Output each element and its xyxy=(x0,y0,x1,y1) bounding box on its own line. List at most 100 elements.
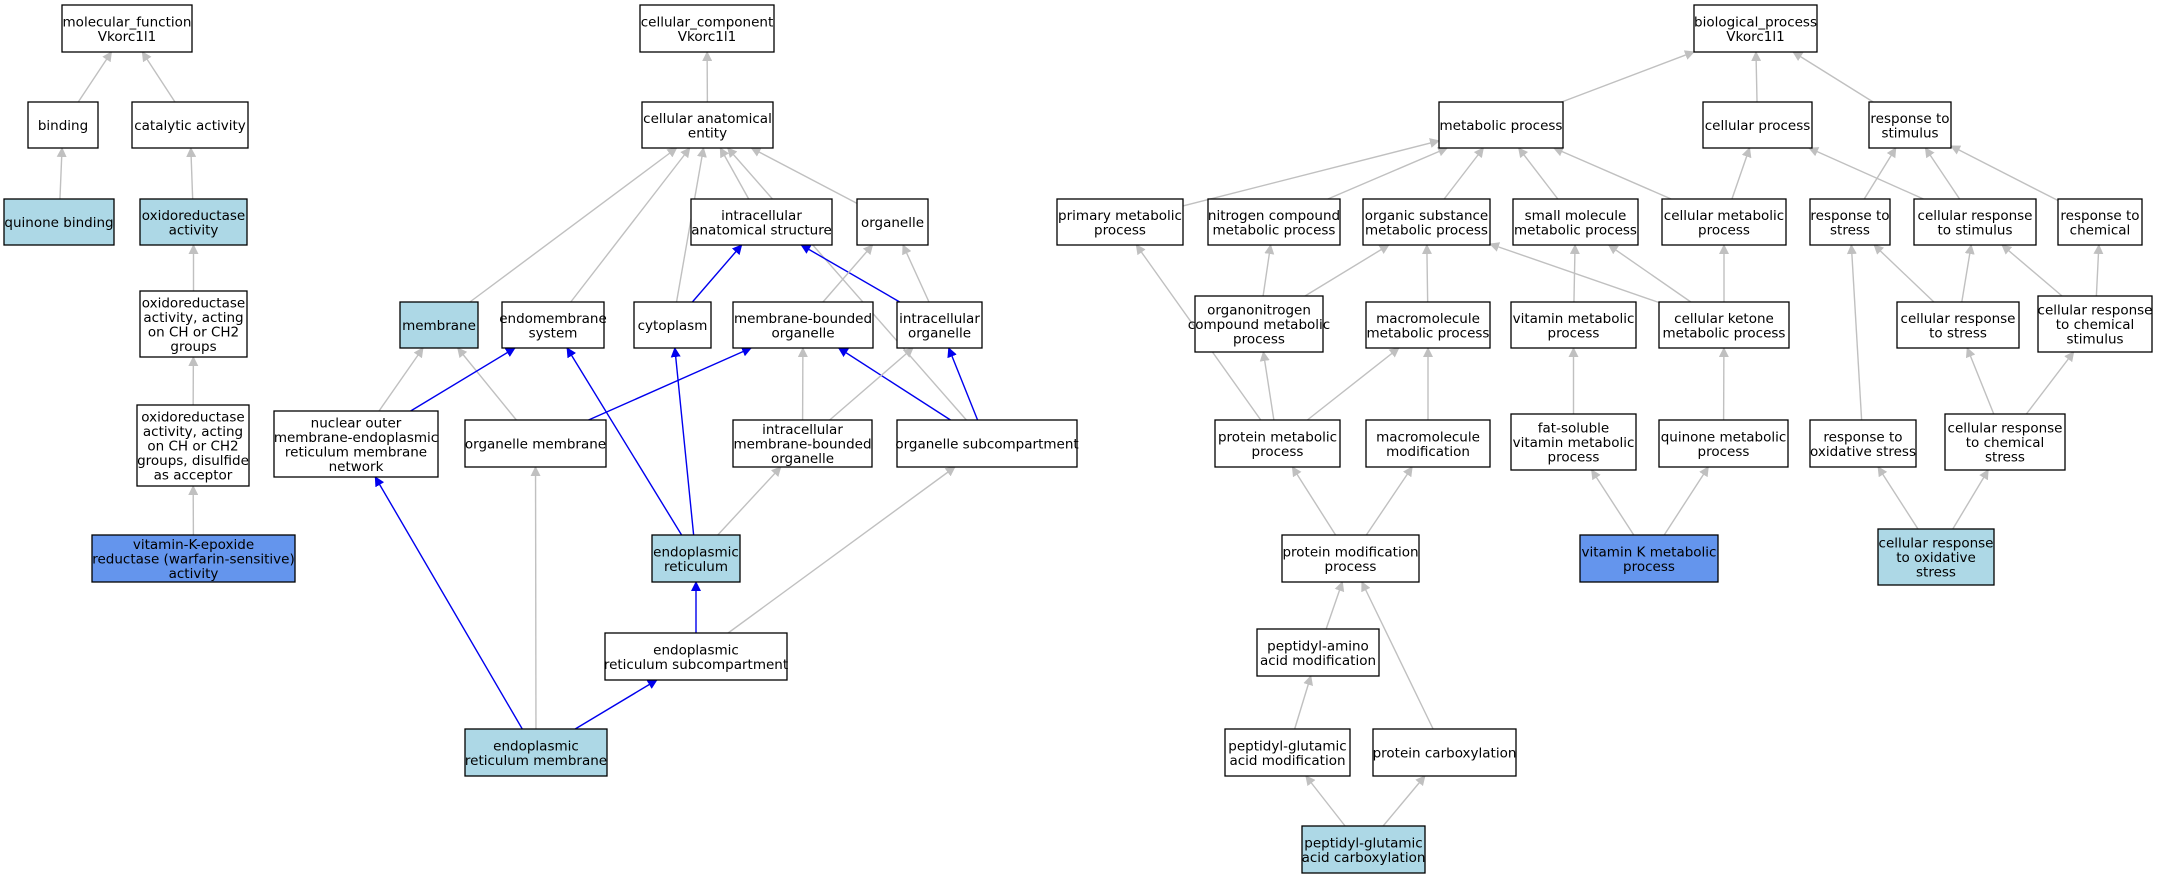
node-box xyxy=(1658,301,1790,349)
node-label-line: reticulum subcompartment xyxy=(604,657,788,673)
edge-ketone_met-to-organic_met xyxy=(1489,242,1660,304)
edge-catalytic-to-mf xyxy=(141,51,176,103)
node-label-line: cellular response xyxy=(2038,303,2153,319)
node-label-line: quinone binding xyxy=(4,215,113,231)
node-label-line: vitamin metabolic xyxy=(1513,435,1635,451)
node-label-line: macromolecule xyxy=(1376,429,1480,445)
edge-cellular_process-to-bp xyxy=(1751,51,1762,103)
node-protein-carbox[interactable]: protein carboxylation xyxy=(1372,728,1517,777)
node-label-line: binding xyxy=(38,118,88,134)
node-organelle[interactable]: organelle xyxy=(856,198,929,246)
node-membrane[interactable]: membrane xyxy=(399,301,479,349)
node-binding[interactable]: binding xyxy=(27,101,99,149)
node-box xyxy=(1510,301,1637,349)
node-org-subcomp[interactable]: organelle subcompartment xyxy=(895,419,1079,468)
node-label-line: oxidative stress xyxy=(1810,444,1916,460)
edge-cell_resp_ox-to-resp_ox_stress xyxy=(1877,466,1919,530)
node-label-line: reductase (warfarin-sensitive) xyxy=(92,552,294,568)
node-label-line: stress xyxy=(1985,450,2025,466)
edge-response_stimulus-to-bp xyxy=(1792,51,1874,103)
node-box xyxy=(732,419,873,468)
edge-peptidyl_glu_carbox-to-protein_carbox xyxy=(1382,775,1426,827)
node-label-line: process xyxy=(1698,222,1750,238)
node-label-line: intracellular xyxy=(721,208,802,224)
edge-org_subcomp-to-cae xyxy=(727,147,967,421)
node-box xyxy=(131,101,249,149)
node-box xyxy=(501,301,605,349)
node-label-line: protein metabolic xyxy=(1218,429,1337,445)
node-cellular-process[interactable]: cellular process xyxy=(1702,101,1813,149)
node-label-line: Vkorc1l1 xyxy=(1726,29,1784,45)
node-label-line: modification xyxy=(1386,444,1470,460)
edge-protein_mod-to-protein_met xyxy=(1291,466,1337,536)
node-label-line: organelle xyxy=(908,325,971,341)
node-metabolic[interactable]: metabolic process xyxy=(1438,101,1564,149)
node-label-line: process xyxy=(1233,332,1285,348)
edge-cell_resp_chem_stim-to-cell_resp_stim xyxy=(2001,244,2063,297)
node-box xyxy=(1372,728,1517,777)
node-catalytic[interactable]: catalytic activity xyxy=(131,101,249,149)
node-label-line: metabolic process xyxy=(1365,222,1488,238)
edge-er_subcomp-to-org_subcomp xyxy=(727,466,956,634)
node-label-line: metabolic process xyxy=(1367,325,1490,341)
node-label-line: cellular response xyxy=(1901,311,2016,327)
node-label-line: molecular_function xyxy=(63,14,192,30)
edge-nuclear_outer-to-membrane xyxy=(378,347,424,412)
node-box xyxy=(2037,295,2153,353)
node-box xyxy=(1944,413,2066,471)
node-label-line: cellular response xyxy=(1918,208,2033,224)
node-org-membrane[interactable]: organelle membrane xyxy=(464,419,607,468)
edge-response_chem-to-response_stimulus xyxy=(1950,145,2059,202)
node-cytoplasm[interactable]: cytoplasm xyxy=(633,301,712,349)
node-label-line: stimulus xyxy=(2066,332,2123,348)
node-quinone-binding[interactable]: quinone binding xyxy=(3,198,115,246)
node-label-line: acid modification xyxy=(1229,753,1345,769)
edge-resp_ox_stress-to-response_stress xyxy=(1846,244,1863,421)
edge-oxidoreductase-to-catalytic xyxy=(186,147,197,200)
node-nuclear-outer[interactable]: nuclear outermembrane-endoplasmicreticul… xyxy=(273,410,439,478)
